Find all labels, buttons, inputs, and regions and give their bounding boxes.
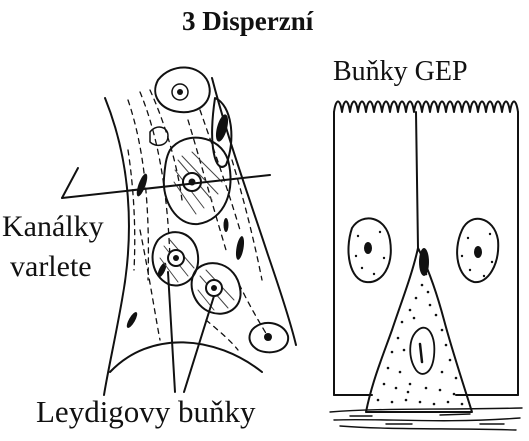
tubules-pointer-2 — [62, 168, 78, 198]
microvilli-border — [334, 102, 518, 113]
gep-nucleus-left — [348, 218, 390, 282]
leydig-pointer-1 — [168, 272, 175, 392]
interstitial-tissue — [62, 67, 296, 395]
leydig-pointer-2 — [184, 296, 214, 392]
cell-border-middle — [416, 112, 418, 248]
tubule-wall-bottom — [110, 342, 262, 372]
gep-nucleus-right — [457, 219, 498, 282]
gep-epithelium — [330, 102, 522, 431]
leydig-cell-lower-right — [192, 263, 241, 314]
tubule-wall-left — [104, 98, 129, 395]
leydig-cell-top — [155, 67, 210, 112]
